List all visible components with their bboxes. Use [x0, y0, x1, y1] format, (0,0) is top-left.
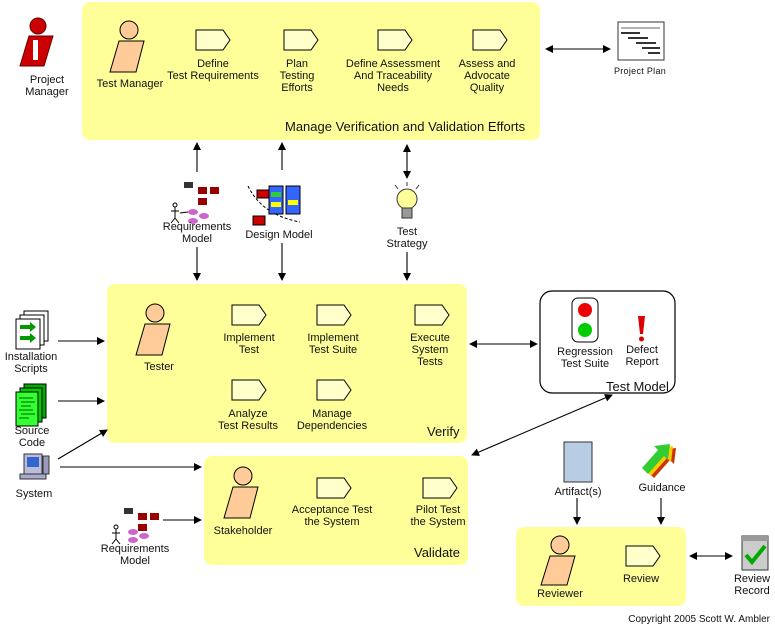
- activity-review[interactable]: Review: [622, 573, 660, 585]
- defect-icon: [638, 316, 645, 342]
- activity-define-assessment[interactable]: Define Assessment And Traceability Needs: [345, 58, 441, 94]
- activity-icons: [195, 29, 661, 567]
- verify-box: [107, 284, 467, 443]
- activity-icon-assess-quality: [472, 29, 508, 51]
- validate-title: Validate: [414, 545, 461, 560]
- arrow-validate-testmodel: [471, 394, 613, 456]
- activity-icon-analyze: [231, 379, 267, 401]
- system-label: System: [15, 488, 53, 500]
- artifacts-label: Artifact(s): [554, 486, 602, 498]
- activity-implement-test-suite[interactable]: Implement Test Suite: [307, 332, 359, 356]
- activity-icon-acceptance: [316, 477, 352, 499]
- activity-icon-pilot: [422, 477, 458, 499]
- computer-icon: [19, 453, 50, 480]
- source-code-label: Source Code: [14, 425, 50, 449]
- activity-acceptance-test[interactable]: Acceptance Test the System: [291, 504, 373, 528]
- regression-test-suite-label: Regression Test Suite: [557, 346, 613, 370]
- requirements-model-2-icon: [111, 508, 159, 545]
- activity-plan-testing-efforts[interactable]: Plan Testing Efforts: [279, 58, 315, 94]
- connectors: [57, 45, 733, 560]
- project-manager-label: Project Manager: [25, 74, 69, 98]
- requirements-model-icon: [170, 182, 219, 224]
- activity-icon-implement-test: [231, 304, 267, 326]
- guidance-icon: [642, 444, 676, 478]
- activity-analyze-test-results[interactable]: Analyze Test Results: [218, 408, 278, 432]
- reviewer-icon: [540, 535, 576, 586]
- test-manager-label: Test Manager: [96, 78, 164, 90]
- project-plan-label: Project Plan: [613, 66, 667, 76]
- installation-scripts-icon: [15, 310, 49, 350]
- activity-define-test-requirements[interactable]: Define Test Requirements: [167, 58, 259, 82]
- review-record-label: Review Record: [733, 573, 771, 597]
- requirements-model-2-label: Requirements Model: [100, 543, 170, 567]
- activity-assess-quality[interactable]: Assess and Advocate Quality: [458, 58, 516, 94]
- test-model-box: [539, 290, 676, 394]
- test-strategy-label: Test Strategy: [386, 226, 428, 250]
- installation-scripts-label: Installation Scripts: [4, 351, 58, 375]
- activity-icon-assessment: [377, 29, 413, 51]
- tester-icon: [135, 303, 171, 356]
- activity-icon-define-req: [195, 29, 231, 51]
- arrow-system-to-verify: [57, 429, 108, 460]
- activity-execute-system-tests[interactable]: Execute System Tests: [410, 332, 450, 368]
- design-model-icon: [247, 185, 301, 226]
- test-manager-icon: [109, 20, 145, 73]
- design-model-label: Design Model: [245, 229, 313, 241]
- activity-icon-plan: [283, 29, 319, 51]
- activity-icon-review: [625, 545, 661, 567]
- test-model-title: Test Model: [606, 379, 669, 394]
- tester-label: Tester: [144, 361, 174, 373]
- activity-pilot-test[interactable]: Pilot Test the System: [410, 504, 466, 528]
- traffic-light-icon: [571, 297, 599, 343]
- project-plan-icon: [617, 21, 665, 61]
- validate-box: [204, 456, 468, 565]
- artifact-icon: [563, 441, 593, 483]
- source-code-icon: [15, 383, 47, 427]
- stakeholder-icon: [223, 466, 259, 519]
- activity-icon-execute: [414, 304, 450, 326]
- lightbulb-icon: [394, 182, 420, 219]
- guidance-label: Guidance: [638, 482, 686, 494]
- verify-title: Verify: [427, 424, 460, 439]
- activity-manage-dependencies[interactable]: Manage Dependencies: [296, 408, 368, 432]
- review-record-icon: [741, 535, 769, 571]
- requirements-model-label: Requirements Model: [162, 221, 232, 245]
- copyright-text: Copyright 2005 Scott W. Ambler: [628, 614, 770, 625]
- activity-implement-test[interactable]: Implement Test: [223, 332, 275, 356]
- activity-icon-dependencies: [316, 379, 352, 401]
- project-manager-icon: [19, 17, 54, 67]
- activity-icon-implement-suite: [316, 304, 352, 326]
- manage-title: Manage Verification and Validation Effor…: [285, 119, 526, 134]
- defect-report-label: Defect Report: [625, 344, 659, 368]
- stakeholder-label: Stakeholder: [213, 525, 273, 537]
- reviewer-label: Reviewer: [537, 588, 583, 600]
